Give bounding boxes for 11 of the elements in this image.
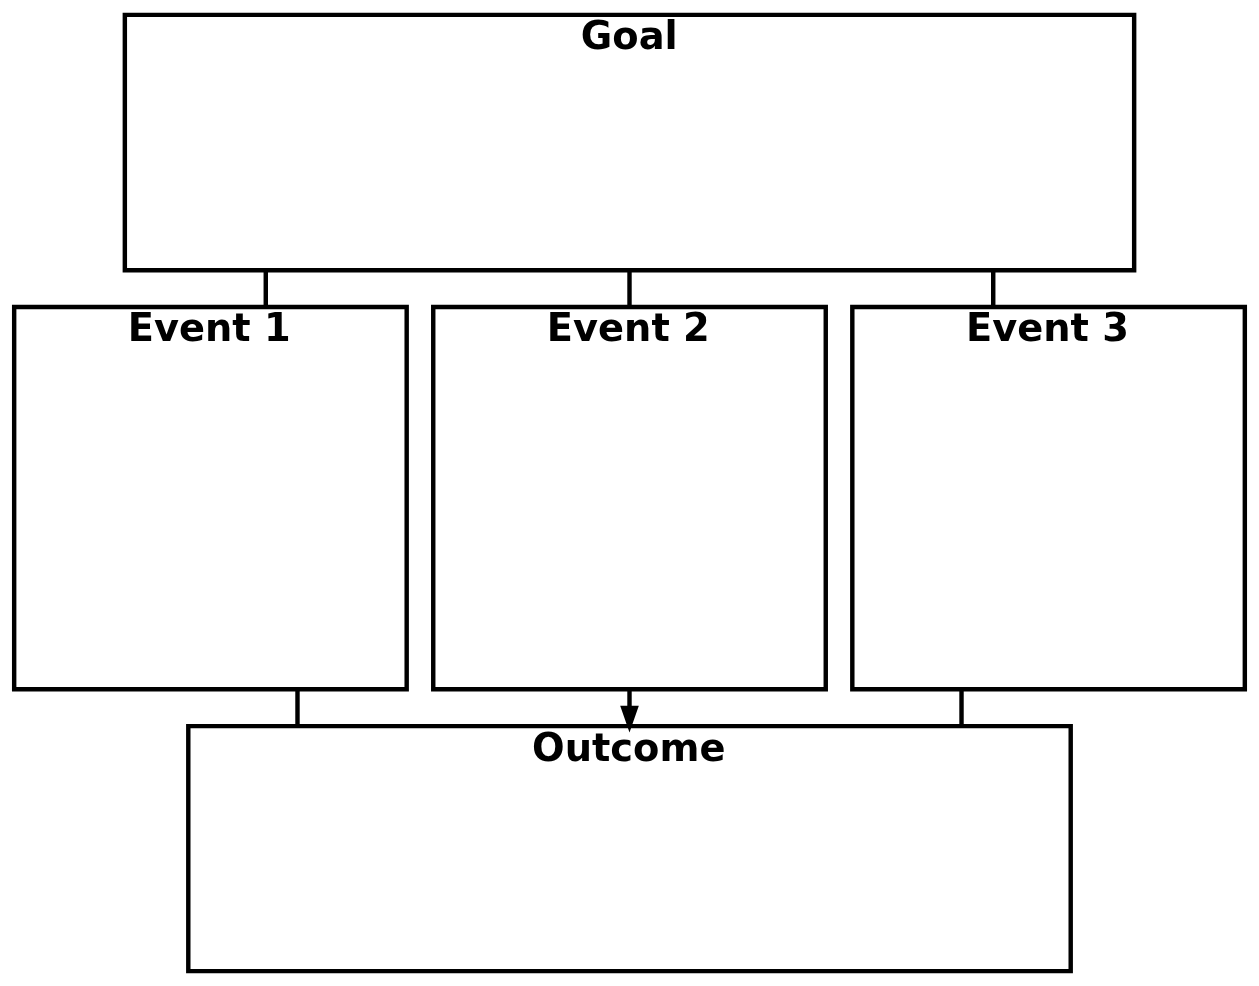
node-box: Event 2 xyxy=(431,304,828,692)
connector xyxy=(295,689,300,726)
connector xyxy=(627,270,632,307)
node-box: Goal xyxy=(122,12,1137,273)
connector xyxy=(263,270,268,307)
node-box: Event 3 xyxy=(850,304,1248,692)
connector xyxy=(959,689,964,726)
node-box: Outcome xyxy=(186,723,1073,974)
arrow xyxy=(620,689,639,733)
node-box: Event 1 xyxy=(11,304,409,692)
connector xyxy=(991,270,996,307)
